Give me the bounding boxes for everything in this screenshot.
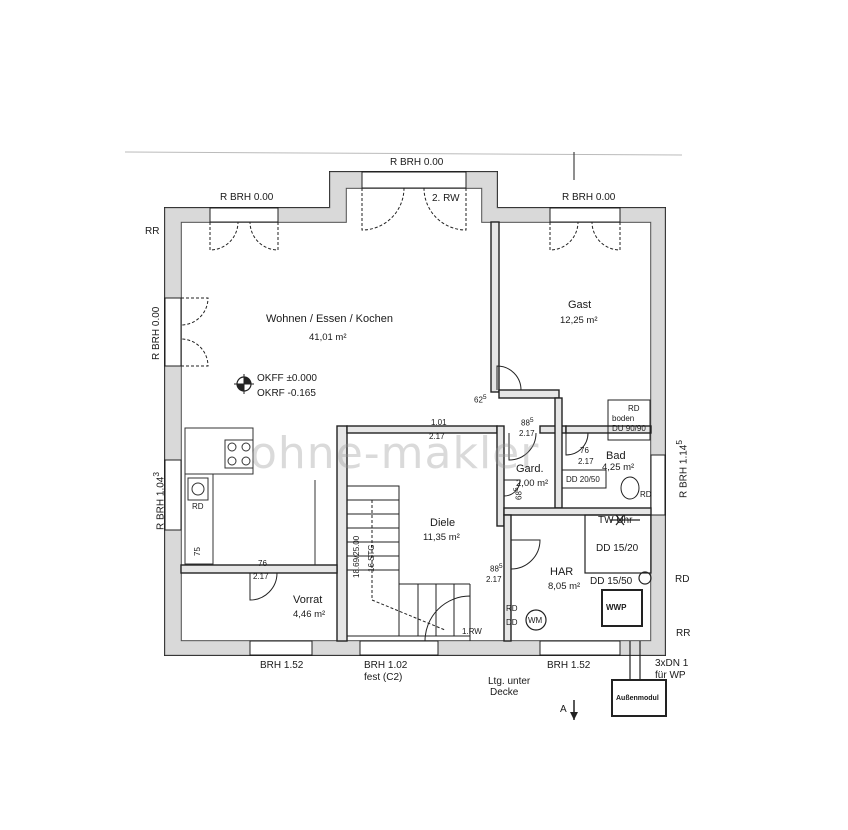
fixture-du: DU 90/90: [612, 424, 646, 433]
label-top-right: R BRH 0.00: [562, 192, 616, 203]
opening-bad-door-h: 2.17: [578, 457, 594, 466]
room-gast-area: 12,25 m²: [560, 315, 598, 326]
room-bad-area: 4,25 m²: [602, 462, 635, 473]
label-left-upper: R BRH 0.00: [151, 306, 162, 360]
door-swings: [180, 187, 621, 367]
opening-vorrat-door-h: 2.17: [253, 572, 269, 581]
label-bottom-center: BRH 1.02: [364, 660, 408, 671]
level-okff: OKFF ±0.000: [257, 373, 317, 384]
kitchen-counter: [184, 427, 316, 565]
section-arrow-icon: [570, 700, 578, 720]
room-vorrat-name: Vorrat: [293, 594, 323, 606]
fixture-rd-har: RD: [675, 574, 690, 585]
label-bottom-left: BRH 1.52: [260, 660, 304, 671]
fixture-wwp: WWP: [606, 603, 627, 612]
fixture-dd: DD: [506, 618, 518, 627]
opening-diele-door-w: 885: [521, 417, 534, 428]
fixture-rd-kitchen: RD: [192, 502, 204, 511]
fixture-dd-20-50: DD 20/50: [566, 475, 600, 484]
fixture-rd-bad: RD: [640, 490, 652, 499]
label-section-marker: A: [560, 704, 567, 715]
room-gard-name: Gard.: [516, 463, 544, 475]
label-ltg-1: Ltg. unter: [488, 676, 531, 687]
stair-steps: 16 STG: [367, 544, 376, 572]
opening-har-door-w: 885: [490, 563, 503, 574]
watermark: ohne-makler: [250, 428, 540, 479]
room-vorrat-area: 4,46 m²: [293, 609, 326, 620]
staircase: [346, 485, 471, 637]
bathroom-fixtures: [561, 399, 651, 500]
opening-har-door-h: 2.17: [486, 575, 502, 584]
room-wohnen-name: Wohnen / Essen / Kochen: [266, 313, 393, 325]
level-okrf: OKRF -0.165: [257, 388, 316, 399]
label-dn-1: 3xDN 1: [655, 658, 689, 669]
fixture-rd-har2: RD: [506, 604, 518, 613]
level-marker-icon: [234, 374, 254, 394]
label-bottom-right: BRH 1.52: [547, 660, 591, 671]
label-top-left: R BRH 0.00: [220, 192, 274, 203]
opening-living-w: 1.01: [431, 418, 447, 427]
label-left-lower: R BRH 1.043: [151, 472, 167, 530]
kitchen-dim: 75: [193, 547, 202, 556]
opening-living-h: 2.17: [429, 432, 445, 441]
room-gast-name: Gast: [568, 299, 592, 311]
label-rr-bottom: RR: [676, 628, 691, 639]
opening-gard-door: 685: [513, 487, 524, 500]
fixture-boden: boden: [612, 414, 635, 423]
opening-gast-door: 625: [474, 394, 487, 405]
label-right: R BRH 1.145: [674, 440, 690, 498]
label-dn-2: für WP: [655, 670, 686, 681]
room-wohnen-area: 41,01 m²: [309, 332, 347, 343]
room-gard-area: 2,00 m²: [516, 478, 549, 489]
room-diele-name: Diele: [430, 517, 456, 529]
fixture-dd-15-50: DD 15/50: [590, 576, 633, 587]
opening-vorrat-door-w: 76: [258, 559, 267, 568]
stair-ratio: 18.69/25.00: [352, 535, 361, 578]
scan-line: [124, 151, 683, 156]
fixture-tw-uhr: TW Uhr: [598, 515, 633, 526]
room-diele-area: 11,35 m²: [423, 532, 460, 543]
fixture-rd-boden: RD: [628, 404, 640, 413]
windows: [164, 171, 666, 656]
room-bad-name: Bad: [606, 450, 626, 462]
label-ltg-2: Decke: [490, 687, 519, 698]
stair-rw: 1.RW: [462, 627, 482, 636]
opening-bad-door-w: 76: [580, 446, 589, 455]
label-rr-top: RR: [145, 226, 160, 237]
room-har-area: 8,05 m²: [548, 581, 581, 592]
label-top-door: 2. RW: [432, 193, 460, 204]
fixture-wm: WM: [528, 616, 543, 625]
interior-doors: [249, 365, 589, 642]
room-har-name: HAR: [550, 566, 574, 578]
opening-diele-door-h: 2.17: [519, 429, 535, 438]
label-top-center: R BRH 0.00: [390, 157, 444, 168]
label-bottom-center-note: fest (C2): [364, 672, 403, 683]
label-outdoor-unit: Außenmodul: [616, 695, 659, 702]
utility-installations: [525, 514, 652, 680]
fixture-dd-15-20: DD 15/20: [596, 543, 639, 554]
outdoor-unit-box: [611, 679, 667, 717]
